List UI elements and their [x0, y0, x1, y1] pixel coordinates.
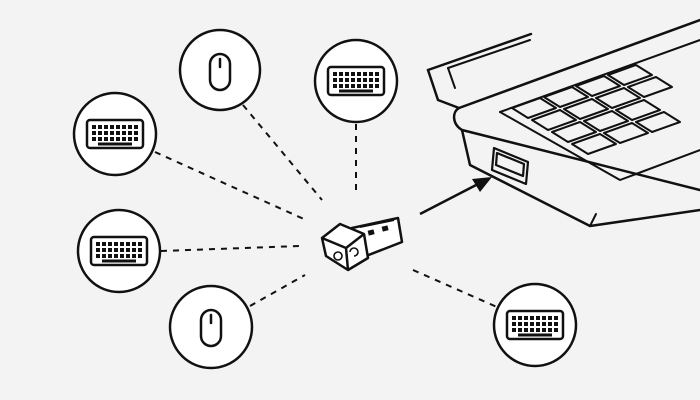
connection-line-keyboard-lower-left — [160, 245, 301, 252]
insert-arrow — [419, 177, 492, 216]
usb-receiver — [320, 216, 404, 272]
device-mouse-top — [178, 28, 262, 112]
device-mouse-bottom — [168, 284, 254, 370]
connection-line-keyboard-bottom-right — [412, 269, 498, 308]
usb-port-icon — [490, 146, 530, 186]
connection-line-mouse-bottom — [249, 274, 306, 307]
device-keyboard-bottom-right — [492, 282, 578, 368]
device-keyboard-upper-left — [72, 91, 158, 177]
logi-unifying-icon — [333, 247, 359, 261]
laptop — [426, 18, 700, 228]
device-keyboard-lower-left — [76, 208, 162, 294]
device-keyboard-top-right — [313, 38, 399, 124]
connection-lines — [154, 104, 498, 308]
connection-line-mouse-top — [242, 104, 323, 201]
connection-line-keyboard-upper-left — [154, 151, 307, 221]
